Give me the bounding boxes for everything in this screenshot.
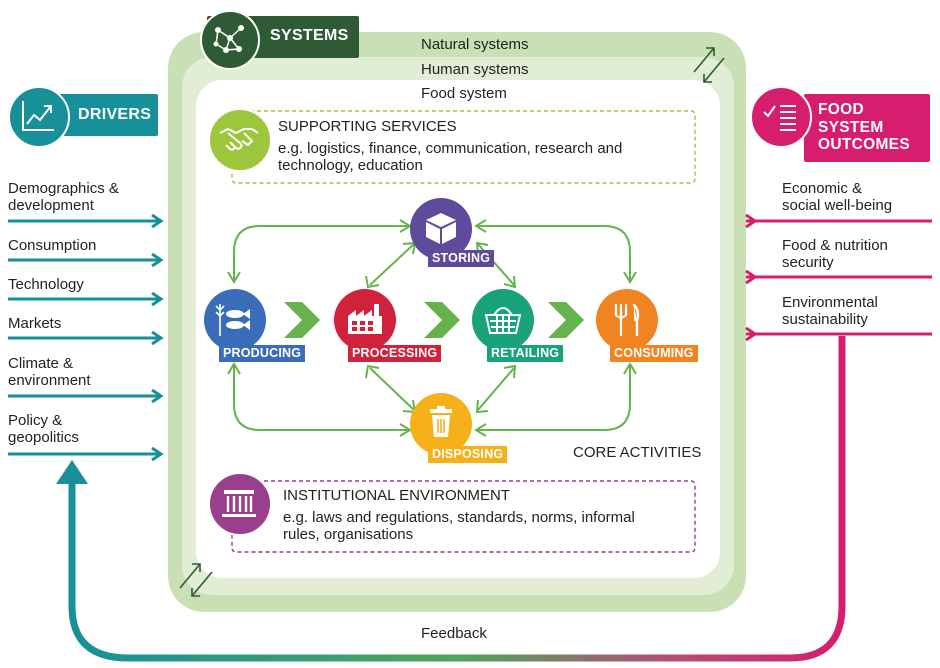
- fork-knife-icon: [614, 303, 640, 337]
- outcomes-badge-line2: SYSTEM: [818, 118, 884, 136]
- driver-markets: Markets: [8, 315, 168, 332]
- outcomes-badge-line3: OUTCOMES: [818, 136, 910, 153]
- consuming-label: CONSUMING: [610, 345, 698, 362]
- network-icon: [213, 25, 244, 53]
- driver-technology: Technology: [8, 276, 168, 293]
- producing-label: PRODUCING: [219, 345, 306, 362]
- driver-label-line1: Technology: [8, 276, 84, 293]
- checklist-icon: [763, 105, 796, 131]
- outcome-label-line1: Environmental: [782, 294, 878, 311]
- institutional-environment-title: INSTITUTIONAL ENVIRONMENT: [283, 487, 510, 504]
- food-system-label: Food system: [421, 85, 507, 102]
- outcomes-badge-line1: FOOD: [818, 101, 864, 118]
- retailing-label: RETAILING: [487, 345, 564, 362]
- driver-label-line1: Policy &: [8, 412, 63, 429]
- disposing-label: DISPOSING: [428, 446, 508, 463]
- activity-cycle-arrows: [227, 219, 637, 437]
- outcome-label-line1: Food & nutrition: [782, 237, 888, 254]
- trend-chart-icon: [22, 101, 54, 131]
- feedback-arrow: [68, 336, 846, 662]
- driver-demographics: Demographics & development: [8, 180, 168, 214]
- outcome-label-line1: Economic &: [782, 180, 863, 197]
- supporting-text-line2: technology, education: [278, 157, 423, 174]
- institution-building-icon: [222, 490, 256, 517]
- feedback-label: Feedback: [421, 625, 487, 642]
- driver-label-line1: Markets: [8, 315, 62, 332]
- driver-label-line2: geopolitics: [8, 429, 79, 446]
- handshake-icon: [219, 128, 259, 151]
- food-system-box: [196, 80, 720, 578]
- storing-node: [410, 198, 472, 260]
- systems-badge-label: SYSTEMS: [270, 27, 349, 44]
- factory-icon: [348, 304, 382, 334]
- driver-arrows: [8, 213, 164, 462]
- feedback-arrowhead: [56, 460, 88, 484]
- trash-bin-icon: [430, 406, 452, 437]
- storing-label: STORING: [428, 250, 495, 267]
- supporting-services-text: e.g. logistics, finance, communication, …: [278, 140, 622, 174]
- outcomes-badge: [804, 94, 930, 162]
- outcomes-badge-label: FOOD SYSTEM OUTCOMES: [818, 101, 910, 154]
- driver-label-line1: Consumption: [8, 237, 97, 254]
- system-interaction-arrows-bottom: [179, 563, 213, 597]
- institutional-text-line2: rules, organisations: [283, 526, 414, 543]
- driver-label-line2: development: [8, 197, 94, 214]
- institutional-environment-text: e.g. laws and regulations, standards, no…: [283, 509, 635, 543]
- supporting-services-title: SUPPORTING SERVICES: [278, 118, 457, 135]
- outcome-environmental: Environmental sustainability: [782, 294, 940, 328]
- driver-climate: Climate & environment: [8, 355, 168, 389]
- supporting-text-line1: e.g. logistics, finance, communication, …: [278, 140, 623, 157]
- supporting-icon-circle: [208, 108, 272, 172]
- drivers-icon-circle: [8, 86, 70, 148]
- driver-label-line1: Demographics &: [8, 180, 119, 197]
- outcome-label-line2: social well-being: [782, 197, 893, 214]
- consuming-node: [596, 289, 658, 351]
- drivers-badge-label: DRIVERS: [78, 106, 152, 123]
- producing-node: [204, 289, 266, 351]
- processing-label: PROCESSING: [348, 345, 442, 362]
- fish-wheat-icon: [215, 304, 250, 336]
- outcome-economic: Economic & social well-being: [782, 180, 940, 214]
- outcome-label-line2: security: [782, 254, 834, 271]
- driver-label-line1: Climate &: [8, 355, 74, 372]
- basket-icon: [484, 307, 522, 334]
- system-interaction-arrows-top: [693, 47, 725, 83]
- driver-consumption: Consumption: [8, 237, 168, 254]
- core-activities-label: CORE ACTIVITIES: [573, 444, 702, 461]
- institutional-text-line1: e.g. laws and regulations, standards, no…: [283, 509, 635, 526]
- outcome-food-nutrition: Food & nutrition security: [782, 237, 940, 271]
- human-systems-label: Human systems: [421, 61, 529, 78]
- stage-chevrons: [284, 302, 584, 338]
- natural-systems-label: Natural systems: [421, 36, 529, 53]
- outcome-label-line2: sustainability: [782, 311, 868, 328]
- box-icon: [426, 213, 456, 244]
- driver-policy: Policy & geopolitics: [8, 412, 168, 446]
- driver-label-line2: environment: [8, 372, 91, 389]
- outcome-arrows: [745, 213, 932, 342]
